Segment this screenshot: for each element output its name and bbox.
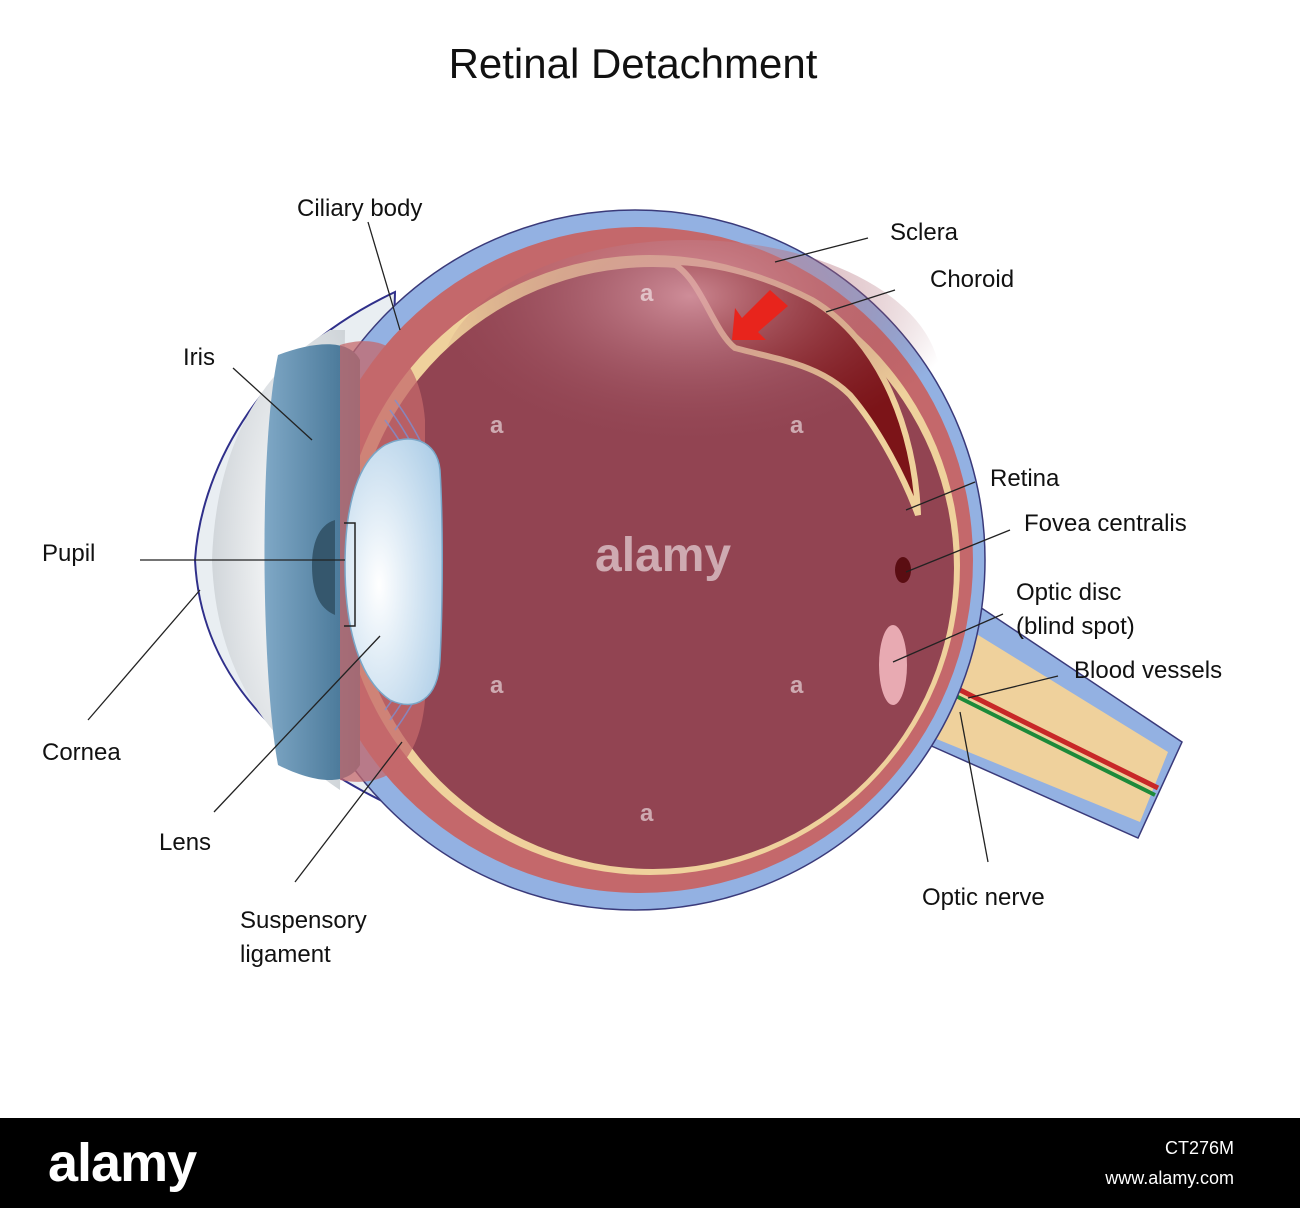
watermark-small: a [790,672,803,700]
watermark-small: a [490,672,503,700]
label-pupil: Pupil [42,537,95,571]
label-suspensory: Suspensory [240,904,367,938]
watermark-small: a [790,412,803,440]
label-ligament: ligament [240,938,331,972]
footer-image-code: CT276M [1165,1138,1234,1159]
watermark-small: a [490,412,503,440]
label-fovea-centralis: Fovea centralis [1024,507,1187,541]
optic-disc [879,625,907,705]
footer-logo: alamy [48,1132,196,1194]
watermark-footer: alamy CT276M www.alamy.com [0,1118,1300,1208]
watermark-small: a [640,800,653,828]
footer-url: www.alamy.com [1105,1168,1234,1189]
label-cornea: Cornea [42,736,121,770]
watermark-center: alamy [595,528,731,583]
label-sclera: Sclera [890,216,958,250]
diagram-canvas: Retinal Detachment [0,0,1300,1118]
leader-cornea [88,590,200,720]
label-choroid: Choroid [930,263,1014,297]
watermark-small: a [640,280,653,308]
label-blood-vessels: Blood vessels [1074,654,1222,688]
vitreous-highlight [440,240,940,520]
label-optic-disc: Optic disc [1016,576,1121,610]
label-optic-nerve: Optic nerve [922,881,1045,915]
label-lens: Lens [159,826,211,860]
label-blind-spot: (blind spot) [1016,610,1135,644]
label-iris: Iris [183,341,215,375]
label-ciliary-body: Ciliary body [297,192,422,226]
label-retina: Retina [990,462,1059,496]
fovea-centralis [895,557,911,583]
